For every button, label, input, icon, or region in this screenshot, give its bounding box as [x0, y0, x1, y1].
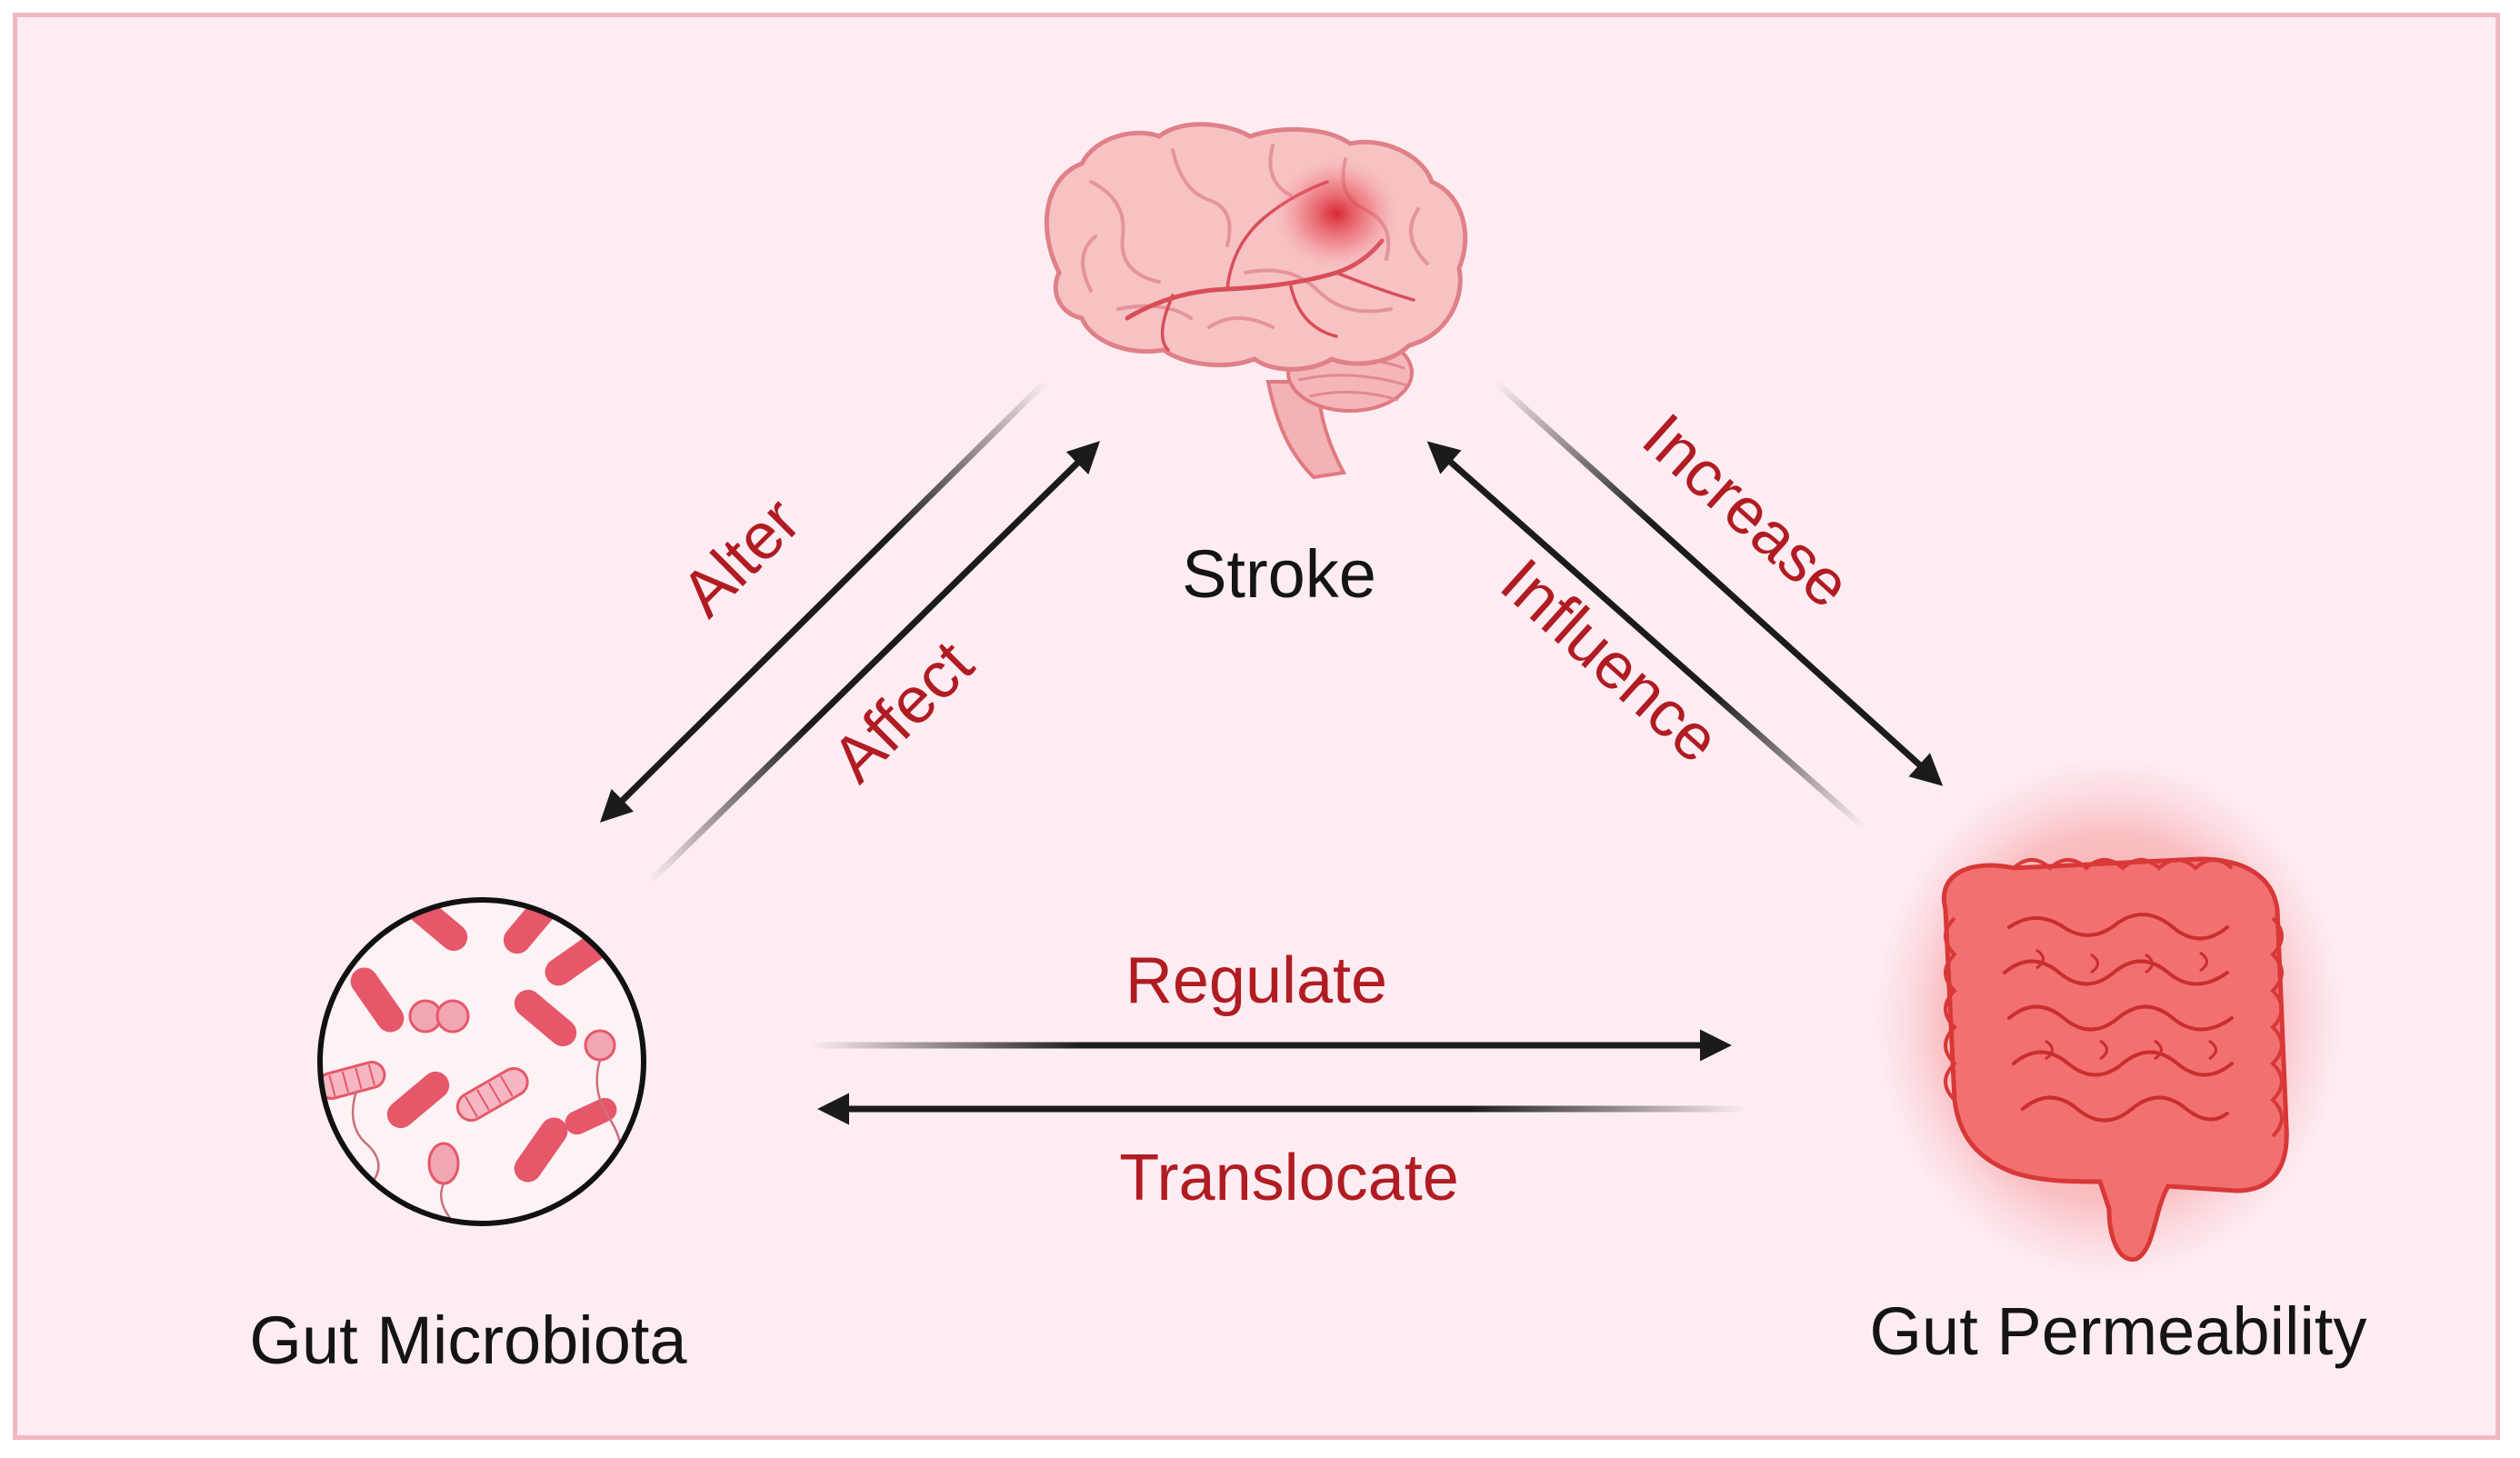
increase-label: Increase — [1629, 400, 1865, 622]
arrow-alter — [600, 379, 1048, 823]
gut-microbiota-label: Gut Microbiota — [249, 1303, 687, 1378]
alter-label: Alter — [667, 484, 814, 630]
translocate-label: Translocate — [1119, 1142, 1459, 1214]
arrow-affect — [647, 441, 1101, 884]
affect-label: Affect — [818, 627, 987, 796]
influence-label: Influence — [1487, 545, 1734, 777]
intestine-icon — [1873, 754, 2345, 1282]
arrow-increase — [1493, 379, 1944, 786]
brain-icon — [1044, 122, 1468, 480]
gut-permeability-label: Gut Permeability — [1870, 1293, 2367, 1369]
arrow-influence — [1426, 441, 1866, 830]
bacteria-icon — [317, 897, 646, 1226]
stroke-label: Stroke — [1182, 536, 1376, 612]
regulate-label: Regulate — [1125, 944, 1387, 1017]
